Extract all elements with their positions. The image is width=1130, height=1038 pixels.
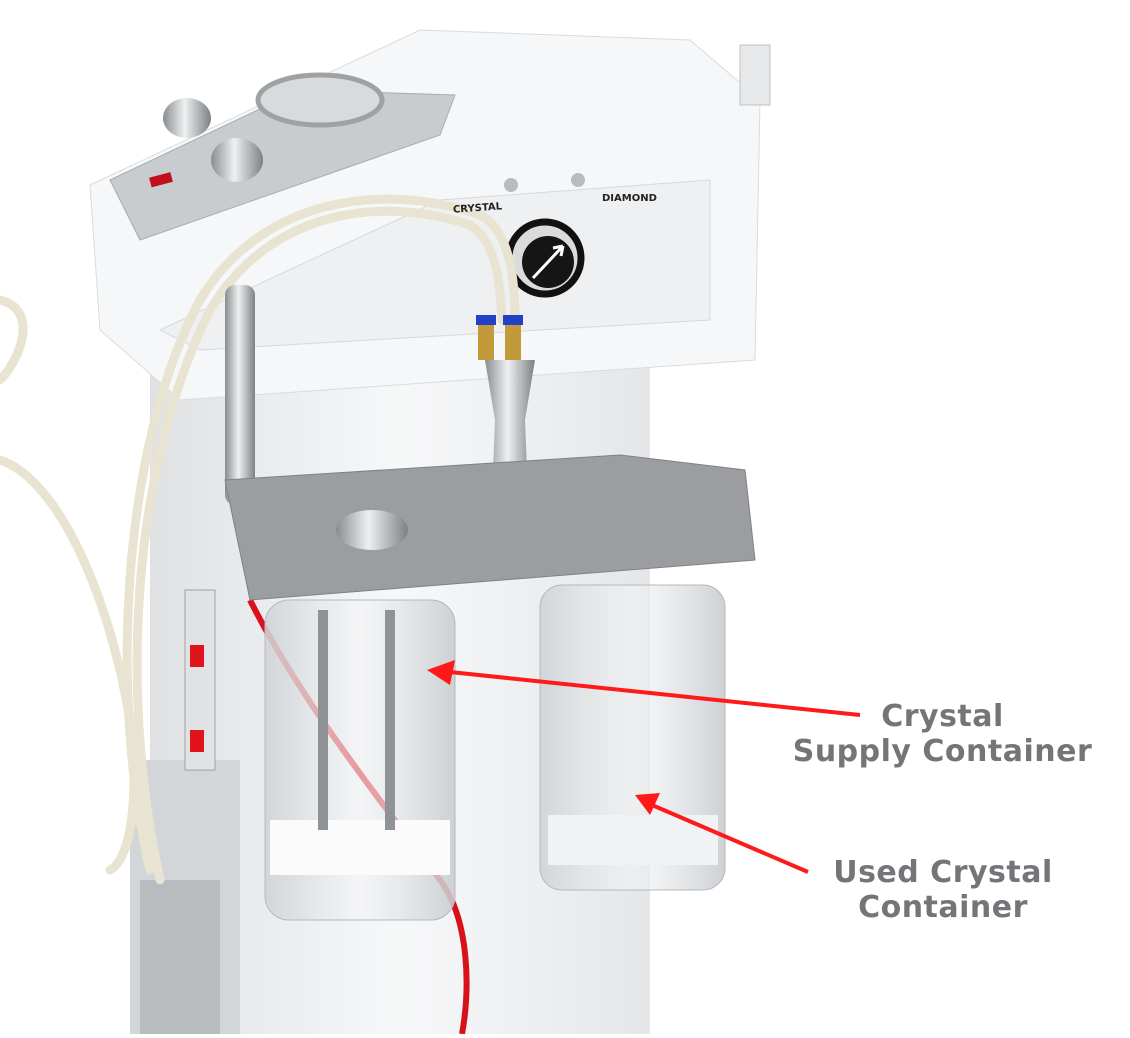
crystal-supply-container-label: Crystal Supply Container: [792, 699, 1093, 769]
knob-icon: [211, 138, 263, 182]
arrow-used-container: [651, 803, 809, 874]
crystal-supply-container: [264, 599, 456, 921]
container-cap: [336, 510, 408, 550]
pressure-gauge: [255, 72, 385, 128]
knob-icon: [163, 98, 211, 138]
diamond-mode-label: DIAMOND: [602, 193, 657, 204]
used-crystal-container: [539, 584, 726, 891]
tubing: [0, 194, 520, 885]
power-switch-icon: [149, 172, 173, 188]
holder-tray: [224, 454, 756, 601]
red-switch-icon: [190, 730, 204, 752]
arrowhead-icon: [635, 793, 660, 815]
red-switch-icon: [190, 645, 204, 667]
arrow-supply-container: [449, 670, 861, 717]
arrowhead-icon: [427, 660, 455, 685]
annotation-arrows: [427, 660, 861, 874]
arrow-icon: [531, 244, 565, 280]
used-crystal-container-label: Used Crystal Container: [833, 855, 1053, 925]
